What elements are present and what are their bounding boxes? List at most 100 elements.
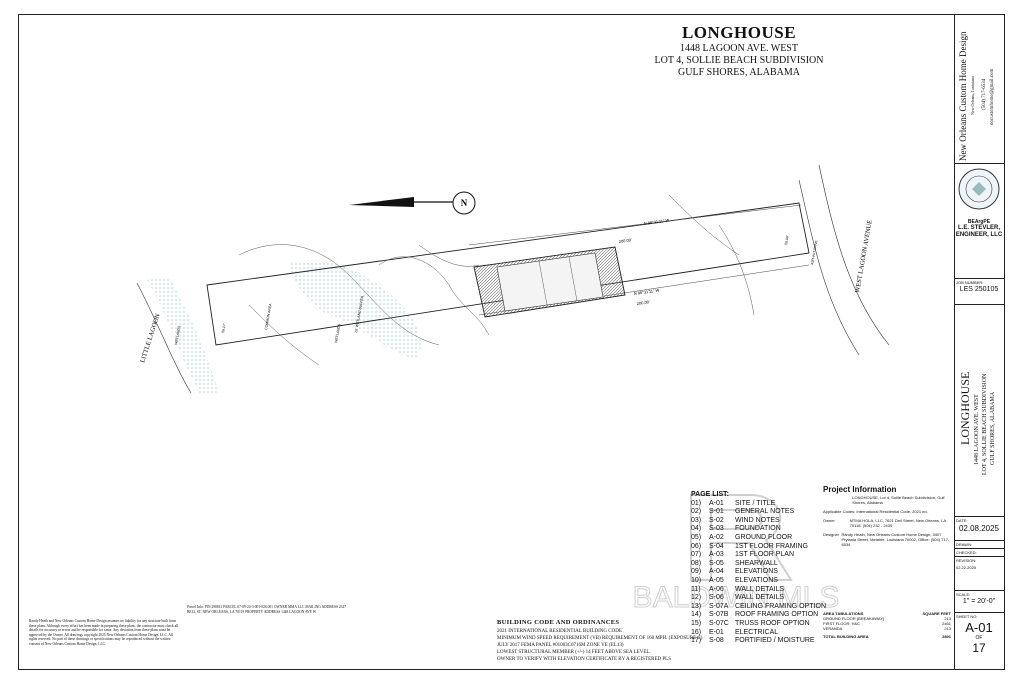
asphalt-drive-label: ASPHALT DRIVE [810,240,818,265]
area-tabulations: AREA TABULATIONS SQUARE FEET GROUND FLOOR… [823,611,951,639]
page-list-name: CEILING FRAMING OPTION [735,602,827,610]
project-info-address: LONGHOUSE, Lot 4, Sollie Beach Subdivisi… [852,495,945,505]
wetlands-label-2: WETLANDS [334,323,341,344]
page-list-code: A-02 [709,533,724,541]
page-list-number: 11) [691,585,701,593]
area-header-right: SQUARE FEET [922,611,951,616]
page-list-name: GROUND FLOOR [735,533,793,541]
project-info-code: Applicable Codes: International Resident… [823,509,928,514]
page-list-item: 13) S-07A CEILING FRAMING OPTION [691,603,826,612]
page-list-name: ELECTRICAL [735,628,779,636]
tb-address-1: 1448 LAGOON AVE. WEST [974,394,980,465]
area-row-value: 2461 [942,621,951,626]
page-list-code: A-03 [709,551,724,559]
page-list-number: 10) [691,576,702,584]
page-list-item: 10) A-05 ELEVATIONS [691,577,826,586]
firm-name: New Orleans Custom Home Design [958,31,968,161]
tb-address-3: GULF SHORES, ALABAMA [990,391,996,465]
drawing-sheet: LONGHOUSE 1448 LAGOON AVE. WEST LOT 4, S… [18,14,1005,670]
page-list-name: FORTIFIED / MOISTURE [735,637,815,645]
scale-value: 1" = 20'-0" [962,598,996,605]
wetland-area-left [147,277,219,393]
page-list-number: 15) [691,619,702,627]
page-list-number: 03) [691,516,702,524]
engineer-name: L.E. STEVLER, ENGINEER, LLC [955,225,1003,238]
parcel-info: Parcel Info: PIN 298813 PARCEL 07-09-24-… [187,605,347,614]
page-list-number: 01) [691,499,702,507]
address-line-2: LOT 4, SOLLIE BEACH SUBDIVISION [654,55,824,66]
page-list-name: SITE / TITLE [735,499,776,507]
page-list-code: S-08 [709,637,724,645]
owner-value: MTMA HOLA, LLC, 7621 Dell Street, New Or… [849,518,946,528]
owner-label: Owner [823,518,835,523]
page-list-number: 06) [691,542,702,550]
page-list-name: ELEVATIONS [735,576,778,584]
page-list-code: A-04 [709,568,724,576]
designer-value: Randy Heath, New Orleans Custom Home Des… [841,532,950,547]
firm-phone: (504) 717-6534 [982,78,987,110]
date-label: DATE: [956,518,968,523]
sheet-total: 17 [972,641,986,655]
area-header-left: AREA TABULATIONS [823,611,864,616]
page-list-number: 04) [691,525,702,533]
page-list-item: 11) A-06 WALL DETAILS [691,586,826,595]
page-list-number: 12) [691,594,702,602]
drawn-label: DRAWN: [956,542,973,547]
designer-label: Designer [823,532,840,537]
sheet-label: SHEET NO: [956,614,978,619]
page-list-number: 13) [691,602,702,610]
sheet-of: OF [975,635,983,641]
page-list-name: WALL DETAILS [735,585,785,593]
code-line-1: 2021 INTERNATIONAL RESIDENTIAL BUILDING … [497,629,622,634]
page-list-number: 08) [691,559,702,567]
little-lagoon-shore [136,282,192,394]
code-line-5: OWNER TO VERIFY WITH ELEVATION CERTIFICA… [497,657,672,662]
address-line-1: 1448 LAGOON AVE. WEST [680,43,798,54]
page-list-number: 07) [691,551,702,559]
common-area-label: COMMON AREA [264,303,273,331]
page-list-code: S-05 [709,559,724,567]
page-list-name: 1ST FLOOR PLAN [735,551,795,559]
page-list-code: S-03 [709,525,724,533]
engineer-line: BEArgPE [967,219,991,225]
wetland-buffer-label: 20' WETLAND BUFFER [354,295,365,333]
dim-50-right: 50.00' [784,235,790,245]
page-list-name: GENERAL NOTES [735,508,795,516]
project-information: Project Information LONGHOUSE, Lot 4, So… [823,485,953,551]
page-list-name: WIND NOTES [735,516,780,524]
code-line-3: JULY 2017 FEMA PANEL #01003C0716M ZONE V… [497,643,624,648]
dim-50-left: 50.17' [221,323,227,333]
area-row-label: VERANDA [823,626,843,631]
page-list-code: A-05 [709,576,724,584]
disclaimer-notes: Randy Heath and New Orleans Custom Home … [29,619,179,646]
area-row-label: GROUND FLOOR (BREAKAWAY) [823,616,885,621]
watermark-text: BALDWIN MLS [633,581,840,614]
area-row-value: 213 [944,616,951,621]
project-info-header: Project Information [823,485,897,494]
tb-address-2: LOT 4, SOLLIE BEACH SUBDIVISION [982,373,988,475]
page-list-code: A-06 [709,585,724,593]
area-total-value: 2891 [942,634,951,639]
page-list-name: SHEARWALL [735,559,778,567]
page-list-code: S-07A [709,602,729,610]
title-block: New Orleans Custom Home Design New Orlea… [954,15,1004,669]
house-footprint [473,246,626,318]
dim-200-bottom: 200.00' [636,299,650,306]
firm-city: New Orleans, Louisiana [970,76,975,115]
dim-200-top: 200.00' [618,237,632,244]
lot-boundary [206,202,810,346]
page-list-code: E-01 [709,628,724,636]
page-list-number: 02) [691,508,702,516]
